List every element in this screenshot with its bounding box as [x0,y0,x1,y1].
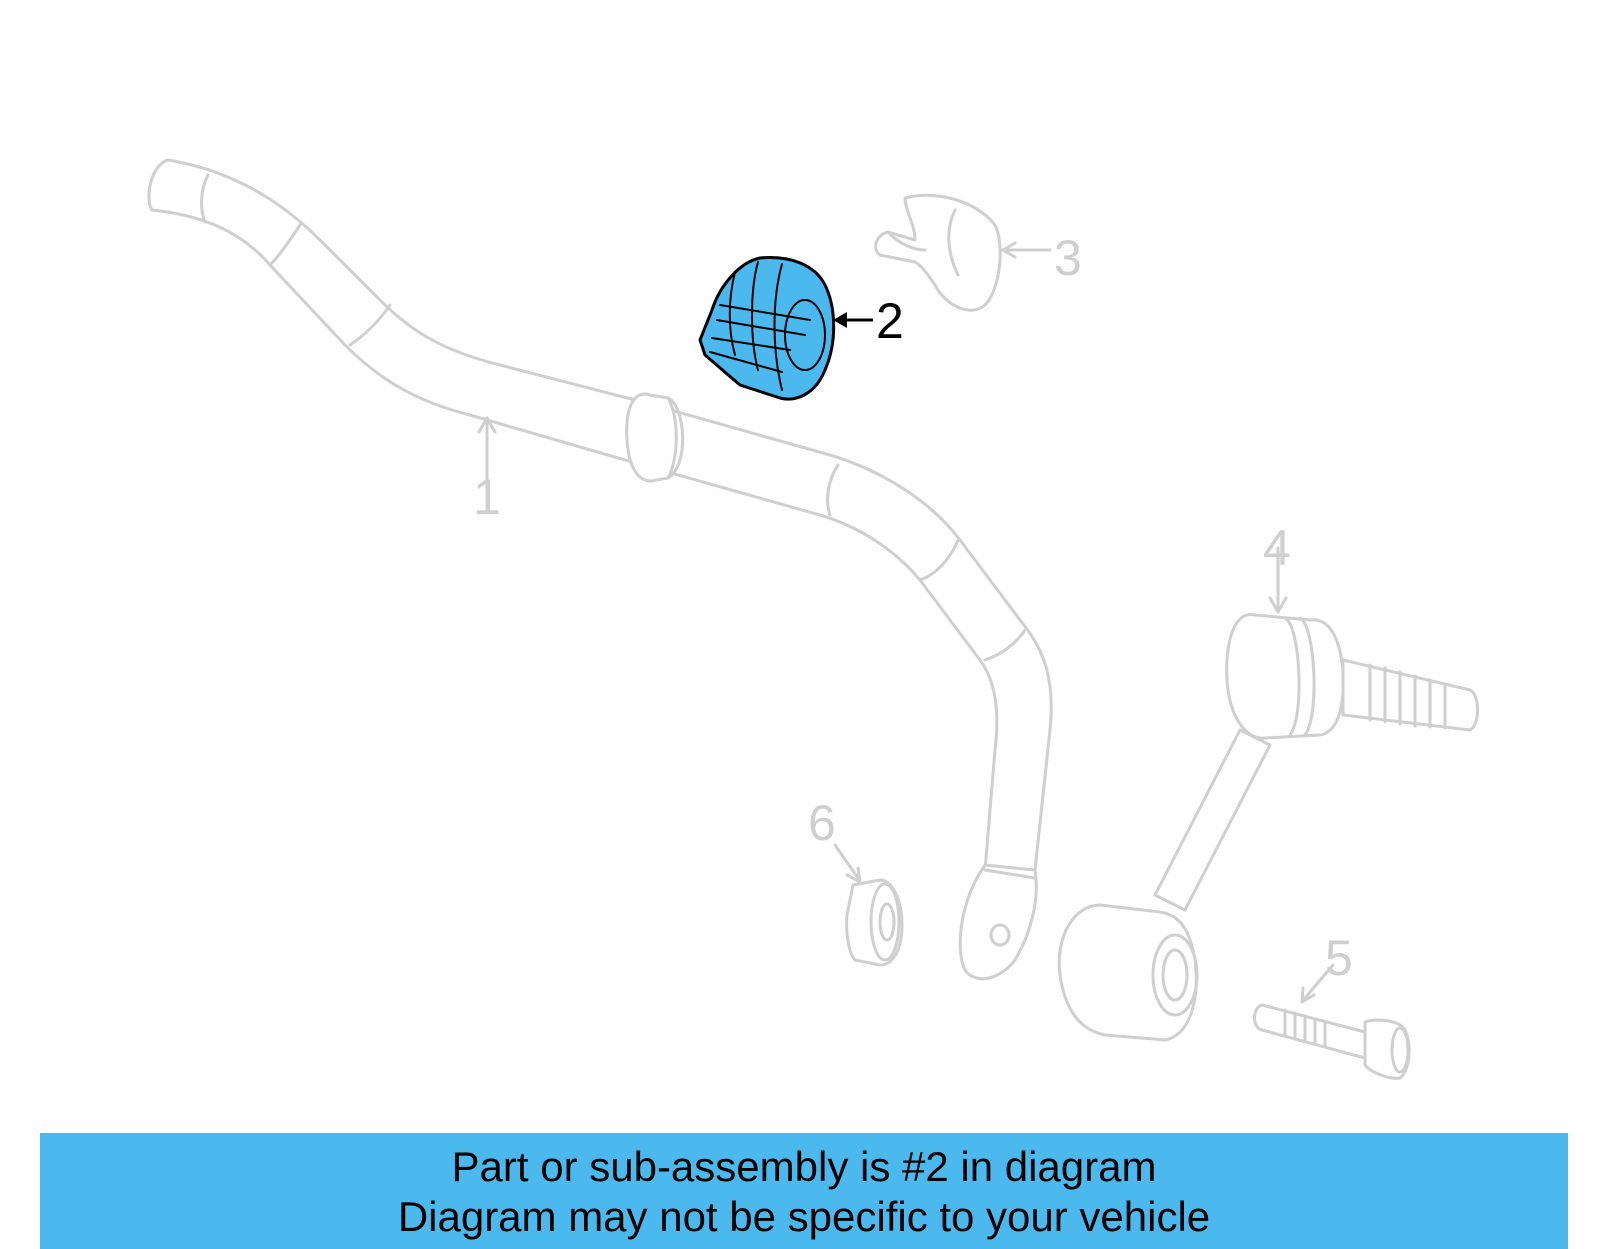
part-3-bracket[interactable] [874,193,1052,312]
callout-1-label: 1 [473,469,501,525]
banner-line-part-number: Part or sub-assembly is #2 in diagram [451,1143,1157,1190]
callout-3-label: 3 [1054,230,1082,286]
callout-5-label: 5 [1325,930,1353,986]
callout-4-label: 4 [1263,520,1291,576]
callout-6-label: 6 [808,795,836,851]
part-5-bolt[interactable] [1253,963,1411,1080]
part-6-nut[interactable] [833,843,904,967]
part-4-stabilizer-link[interactable] [1057,546,1479,1042]
callout-1-arrowhead [477,416,497,434]
callout-2-label: 2 [876,293,904,349]
part-2-bushing-highlighted[interactable] [698,255,873,401]
info-banner: Part or sub-assembly is #2 in diagram Di… [40,1133,1568,1249]
banner-line-disclaimer: Diagram may not be specific to your vehi… [397,1193,1211,1240]
part-1-stabilizer-bar[interactable] [147,158,1053,981]
